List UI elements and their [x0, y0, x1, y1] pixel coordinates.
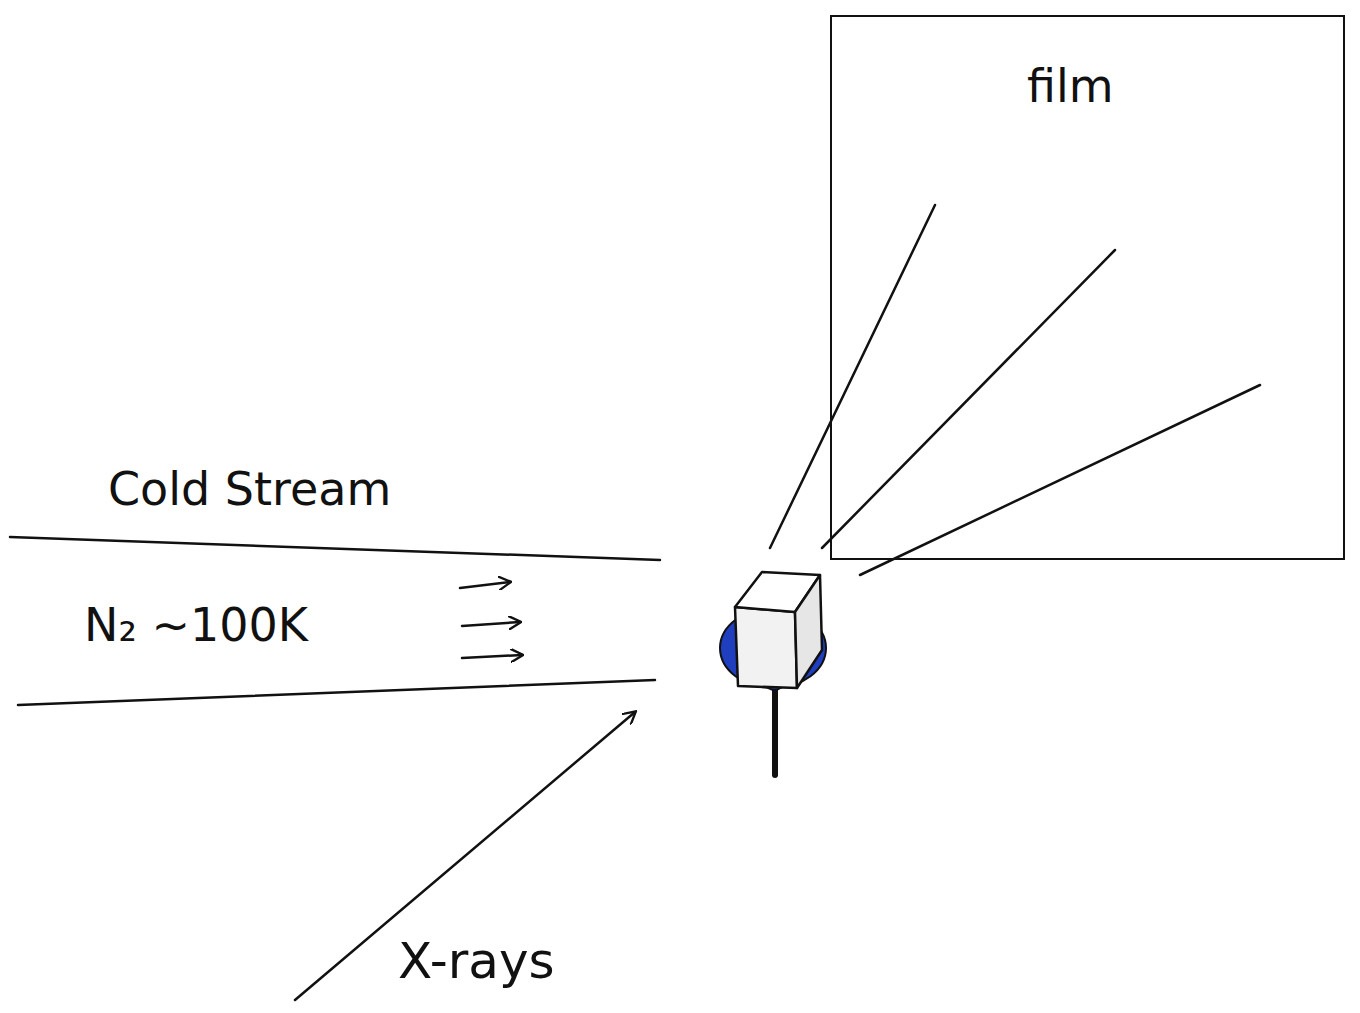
node-label: film	[1027, 59, 1114, 113]
flow-arrow	[462, 622, 520, 626]
diffracted-ray	[860, 385, 1260, 575]
tube-wall	[10, 537, 660, 560]
xray-beam	[295, 712, 635, 1000]
flow-arrow	[460, 582, 510, 588]
flow-arrow	[462, 655, 522, 658]
mounting-pin	[772, 690, 778, 775]
diffracted-ray	[770, 205, 935, 548]
annotation-label: N₂ ~100K	[84, 598, 308, 652]
annotation-label: X-rays	[398, 932, 555, 990]
diffracted-ray	[822, 250, 1115, 548]
film-plate: film	[830, 15, 1345, 560]
crystal	[735, 572, 822, 688]
annotation-label: Cold Stream	[108, 462, 391, 516]
tube-wall	[18, 680, 655, 705]
